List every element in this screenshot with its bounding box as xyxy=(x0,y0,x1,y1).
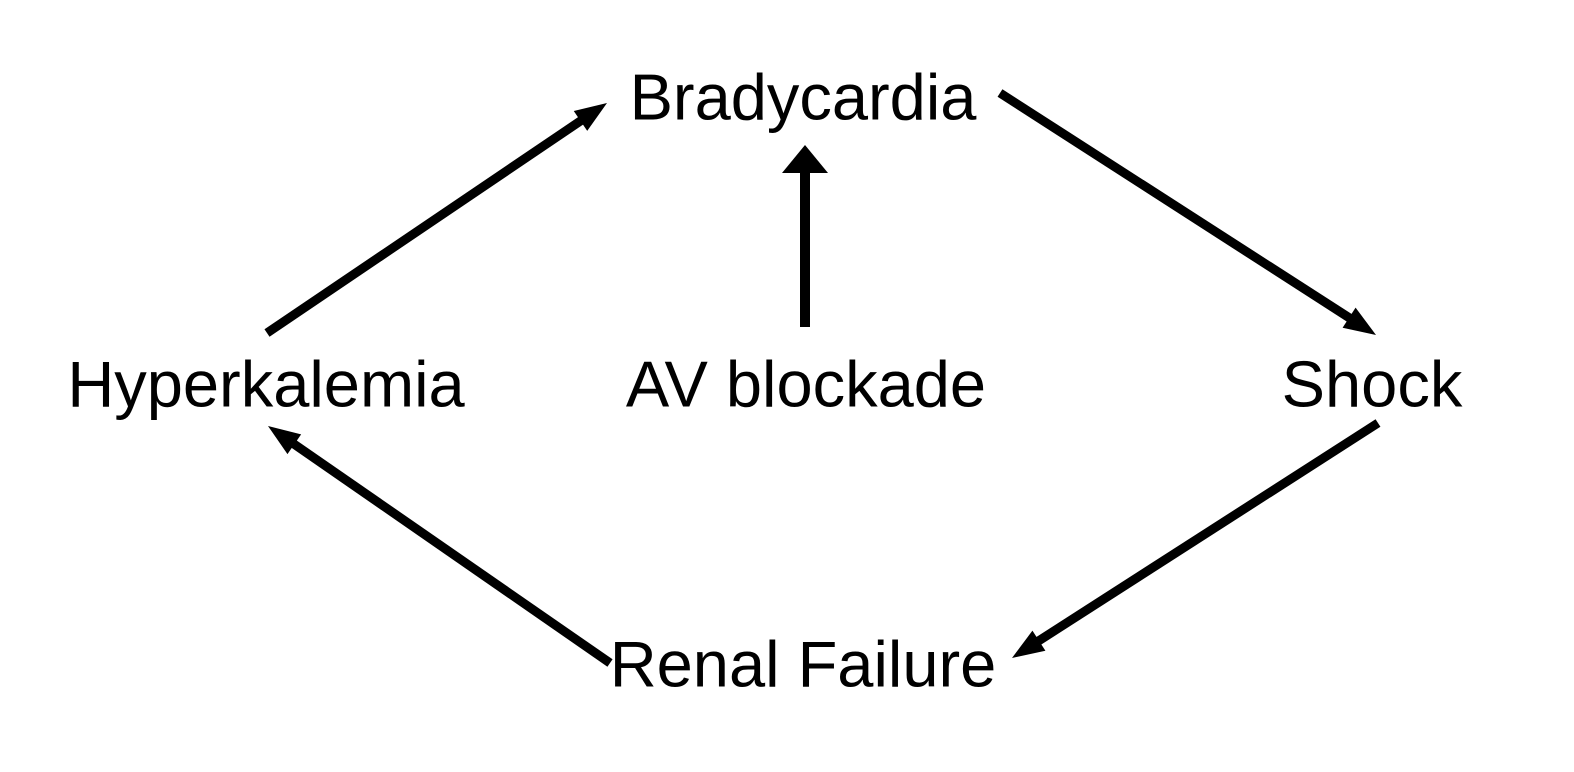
node-bradycardia: Bradycardia xyxy=(629,60,977,134)
node-hyperkalemia: Hyperkalemia xyxy=(67,347,465,421)
arrowhead-shock-to-renal_failure xyxy=(1012,630,1046,658)
arrowhead-av_blockade-to-bradycardia xyxy=(782,145,828,173)
arrowhead-renal_failure-to-hyperkalemia xyxy=(268,426,302,455)
arrowhead-hyperkalemia-to-bradycardia xyxy=(573,103,607,131)
arrowhead-bradycardia-to-shock xyxy=(1342,307,1376,335)
node-shock: Shock xyxy=(1281,347,1463,421)
edge-bradycardia-to-shock xyxy=(997,89,1355,324)
edge-shock-to-renal_failure xyxy=(1033,419,1381,647)
node-av-blockade: AV blockade xyxy=(625,347,987,421)
edge-hyperkalemia-to-bradycardia xyxy=(264,115,586,337)
node-renal-failure: Renal Failure xyxy=(609,627,997,701)
edge-renal_failure-to-hyperkalemia xyxy=(289,438,613,667)
